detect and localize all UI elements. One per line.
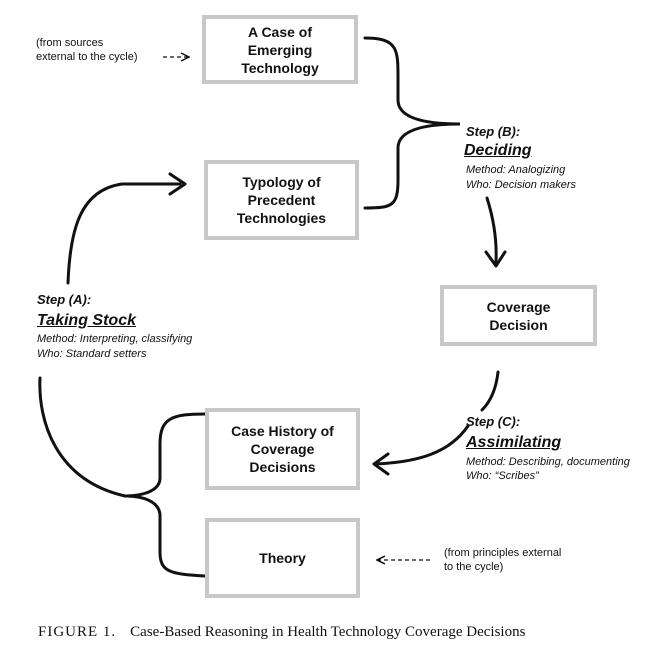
- step-a-who: Who: Standard setters: [37, 348, 147, 360]
- box-case-history: Case History of Coverage Decisions: [205, 408, 360, 490]
- box-coverage-decision: Coverage Decision: [440, 285, 597, 346]
- box-coverage-decision-label: Coverage Decision: [486, 298, 551, 333]
- step-a-method: Method: Interpreting, classifying: [37, 333, 193, 345]
- step-a-name: Taking Stock: [37, 312, 136, 329]
- arrowhead-history: [372, 452, 390, 476]
- step-c-name: Assimilating: [466, 434, 562, 451]
- arrow-a-to-typology: [66, 182, 182, 285]
- box-theory-label: Theory: [259, 550, 306, 566]
- line-coverage-to-c: [480, 370, 500, 412]
- brace-left-a: [124, 412, 207, 578]
- figure-caption: FIGURE 1. Case-Based Reasoning in Health …: [38, 624, 525, 641]
- arrow-c-to-history: [374, 424, 470, 466]
- box-emerging-technology-label: A Case of Emerging Technology: [241, 23, 319, 76]
- step-c-label: Step (C):: [466, 414, 521, 429]
- step-c-method: Method: Describing, documenting: [466, 456, 630, 468]
- figure-caption-text: Case-Based Reasoning in Health Technolog…: [130, 624, 526, 640]
- box-emerging-technology: A Case of Emerging Technology: [202, 15, 358, 84]
- arrowhead-typology: [168, 172, 187, 196]
- box-typology: Typology of Precedent Technologies: [204, 160, 359, 240]
- step-b-label: Step (B):: [466, 124, 521, 139]
- box-case-history-label: Case History of Coverage Decisions: [231, 423, 334, 475]
- arrow-b-to-coverage: [485, 196, 498, 264]
- figure-number: FIGURE 1.: [38, 624, 117, 640]
- box-typology-label: Typology of Precedent Technologies: [236, 174, 327, 226]
- arrowhead-coverage: [484, 250, 507, 268]
- step-c-who: Who: “Scribes”: [466, 470, 539, 482]
- step-a-label: Step (A):: [37, 292, 92, 307]
- note-external-sources: (from sources external to the cycle): [36, 37, 138, 63]
- step-b-who: Who: Decision makers: [466, 179, 577, 191]
- brace-right-b: [363, 36, 461, 210]
- line-a-down: [38, 376, 127, 498]
- box-theory: Theory: [205, 518, 360, 598]
- step-b-method: Method: Analogizing: [466, 164, 566, 176]
- step-b-name: Deciding: [464, 142, 532, 159]
- note-external-principles: (from principles external to the cycle): [444, 547, 562, 573]
